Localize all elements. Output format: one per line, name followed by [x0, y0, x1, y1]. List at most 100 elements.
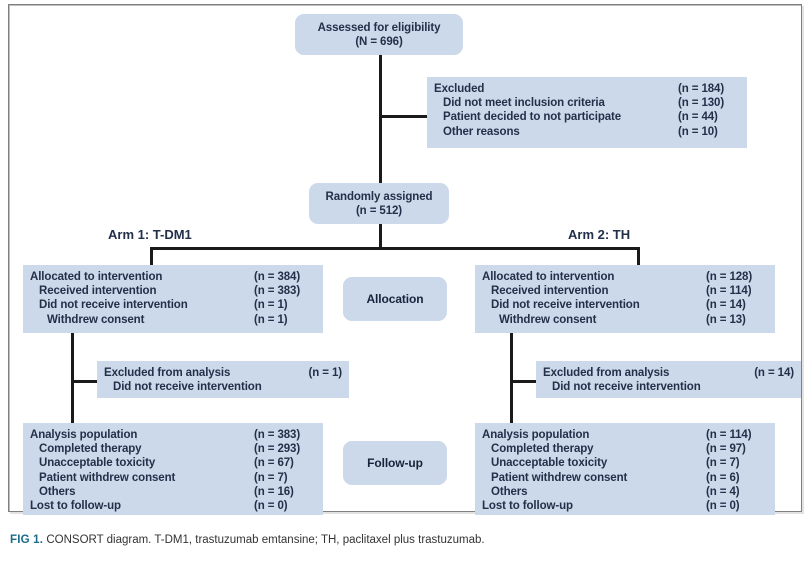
- node-row-label: Did not meet inclusion criteria: [443, 97, 605, 110]
- node-row-value: (n = 14): [754, 367, 794, 379]
- node-row-label: Patient withdrew consent: [39, 471, 176, 484]
- figure-frame: Assessed for eligibility (N = 696) Exclu…: [8, 4, 802, 515]
- node-row-label: Allocated to intervention: [482, 271, 615, 283]
- node-row-label: Completed therapy: [39, 443, 142, 456]
- node-arm2-followup: Analysis population(n = 114)Completed th…: [475, 423, 775, 515]
- node-row-value: (n = 4): [706, 485, 740, 498]
- randomized-line1: Randomly assigned: [325, 190, 433, 203]
- node-row-value: (n = 1): [254, 299, 288, 312]
- arm1-label: Arm 1: T-DM1: [108, 227, 192, 242]
- followup-label-text: Follow-up: [367, 456, 423, 470]
- randomized-line2: (n = 512): [355, 204, 403, 217]
- node-row-label: Did not receive intervention: [491, 299, 640, 312]
- node-row-label: Excluded: [434, 83, 485, 95]
- node-row: Patient withdrew consent (n = 6): [482, 471, 768, 485]
- node-row-value: (n = 7): [706, 457, 740, 470]
- node-row: Did not receive intervention: [104, 380, 342, 394]
- node-row: Did not receive intervention (n = 14): [482, 298, 768, 312]
- node-row-value: (n = 13): [706, 313, 746, 326]
- assessed-line2: (N = 696): [355, 35, 403, 48]
- node-row-label: Others: [491, 485, 528, 498]
- node-arm1-allocated: Allocated to intervention(n = 384)Receiv…: [23, 265, 323, 333]
- node-row: Others (n = 4): [482, 485, 768, 499]
- node-row: Patient decided to not participate(n = 4…: [434, 110, 740, 124]
- connector-split-arms: [150, 247, 640, 250]
- node-row: Received intervention (n = 114): [482, 284, 768, 298]
- excluded-rows: Excluded(n = 184)Did not meet inclusion …: [427, 77, 747, 148]
- node-row-value: (n = 184): [678, 83, 725, 95]
- node-row-value: (n = 6): [706, 471, 740, 484]
- figure-caption-text: CONSORT diagram. T-DM1, trastuzumab emta…: [46, 534, 485, 546]
- node-row-label: Patient withdrew consent: [491, 471, 628, 484]
- node-row-label: Completed therapy: [491, 443, 594, 456]
- arm1-followup-rows: Analysis population(n = 383)Completed th…: [23, 423, 323, 515]
- node-row-value: (n = 1): [254, 313, 288, 326]
- node-row: Received intervention (n = 383): [30, 284, 316, 298]
- node-row-value: (n = 114): [706, 285, 752, 298]
- node-row-value: (n = 383): [254, 429, 301, 441]
- node-row-value: (n = 0): [706, 500, 740, 513]
- arm1-allocated-rows: Allocated to intervention(n = 384)Receiv…: [23, 265, 323, 333]
- node-arm1-followup: Analysis population(n = 383)Completed th…: [23, 423, 323, 515]
- node-row-label: Unacceptable toxicity: [39, 457, 156, 470]
- arm1-excluded-analysis-rows: Excluded from analysis (n = 1) Did not rec…: [97, 361, 349, 398]
- arm2-excluded-analysis-rows: Excluded from analysis (n = 14) Did not re…: [536, 361, 801, 398]
- stage-label-allocation: Allocation: [343, 277, 447, 321]
- assessed-line1: Assessed for eligibility: [317, 21, 441, 34]
- node-row-label: Unacceptable toxicity: [491, 457, 608, 470]
- connector-split-arm1: [150, 247, 153, 265]
- connector-split-arm2: [637, 247, 640, 265]
- arm2-allocated-rows: Allocated to intervention(n = 128)Receiv…: [475, 265, 775, 333]
- node-row-value: (n = 384): [254, 271, 301, 283]
- node-row-value: (n = 1): [308, 367, 343, 379]
- node-row-value: (n = 383): [254, 285, 301, 298]
- node-row-label: Did not receive intervention: [113, 381, 262, 394]
- node-row-label: Received intervention: [491, 285, 609, 298]
- node-row: Did not receive intervention(n = 1): [30, 298, 316, 312]
- node-row: Did not meet inclusion criteria(n = 130): [434, 96, 740, 110]
- arm2-label: Arm 2: TH: [568, 227, 631, 242]
- node-row-value: (n = 0): [254, 500, 288, 513]
- node-arm1-excluded-from-analysis: Excluded from analysis (n = 1) Did not rec…: [97, 361, 349, 398]
- node-row: Other reasons (n = 10): [434, 125, 740, 139]
- arm2-followup-rows: Analysis population(n = 114)Completed th…: [475, 423, 775, 515]
- node-arm2-allocated: Allocated to intervention(n = 128)Receiv…: [475, 265, 775, 333]
- node-row-value: (n = 97): [706, 443, 746, 456]
- node-row: Completed therapy (n = 97): [482, 442, 768, 456]
- node-row-label: Excluded from analysis: [543, 367, 670, 379]
- node-excluded: Excluded(n = 184)Did not meet inclusion …: [427, 77, 747, 148]
- node-row-value: (n = 128): [706, 271, 753, 283]
- node-row: Others(n = 16): [30, 485, 316, 499]
- node-row: Lost to follow-up (n = 0): [30, 499, 316, 513]
- node-row-value: (n = 67): [254, 457, 294, 470]
- node-row-value: (n = 7): [254, 471, 288, 484]
- node-row-label: Lost to follow-up: [482, 500, 573, 513]
- node-assessed-for-eligibility: Assessed for eligibility (N = 696): [295, 14, 463, 55]
- node-row-value: (n = 44): [678, 111, 718, 124]
- node-row-label: Others: [39, 485, 76, 498]
- node-row-label: Withdrew consent: [499, 313, 597, 326]
- node-row-label: Did not receive intervention: [552, 381, 701, 394]
- node-row-label: Received intervention: [39, 285, 157, 298]
- node-row: Completed therapy(n = 293): [30, 442, 316, 456]
- allocation-label-text: Allocation: [366, 292, 424, 306]
- connector-arm2-to-excluded-analysis: [510, 380, 538, 383]
- node-randomly-assigned: Randomly assigned (n = 512): [309, 183, 449, 224]
- node-arm2-excluded-from-analysis: Excluded from analysis (n = 14) Did not re…: [536, 361, 801, 398]
- node-row-value: (n = 10): [678, 125, 718, 138]
- node-row-value: (n = 14): [706, 299, 746, 312]
- node-row-label: Other reasons: [443, 125, 520, 138]
- connector-assessed-to-randomized: [379, 55, 382, 183]
- node-row-label: Allocated to intervention: [30, 271, 163, 283]
- node-row: Lost to follow-up (n = 0): [482, 499, 768, 513]
- figure-caption: FIG 1. CONSORT diagram. T-DM1, trastuzum…: [10, 533, 800, 547]
- figure-number: FIG 1.: [10, 534, 44, 546]
- node-row-label: Analysis population: [30, 429, 138, 441]
- node-row: Patient withdrew consent (n = 7): [30, 471, 316, 485]
- node-row: Excluded (n = 184): [434, 82, 740, 96]
- stage-label-followup: Follow-up: [343, 441, 447, 485]
- node-row-label: Excluded from analysis: [104, 367, 231, 379]
- node-row-label: Lost to follow-up: [30, 500, 121, 513]
- node-row: Excluded from analysis (n = 1): [104, 366, 342, 380]
- node-row-value: (n = 114): [706, 429, 752, 441]
